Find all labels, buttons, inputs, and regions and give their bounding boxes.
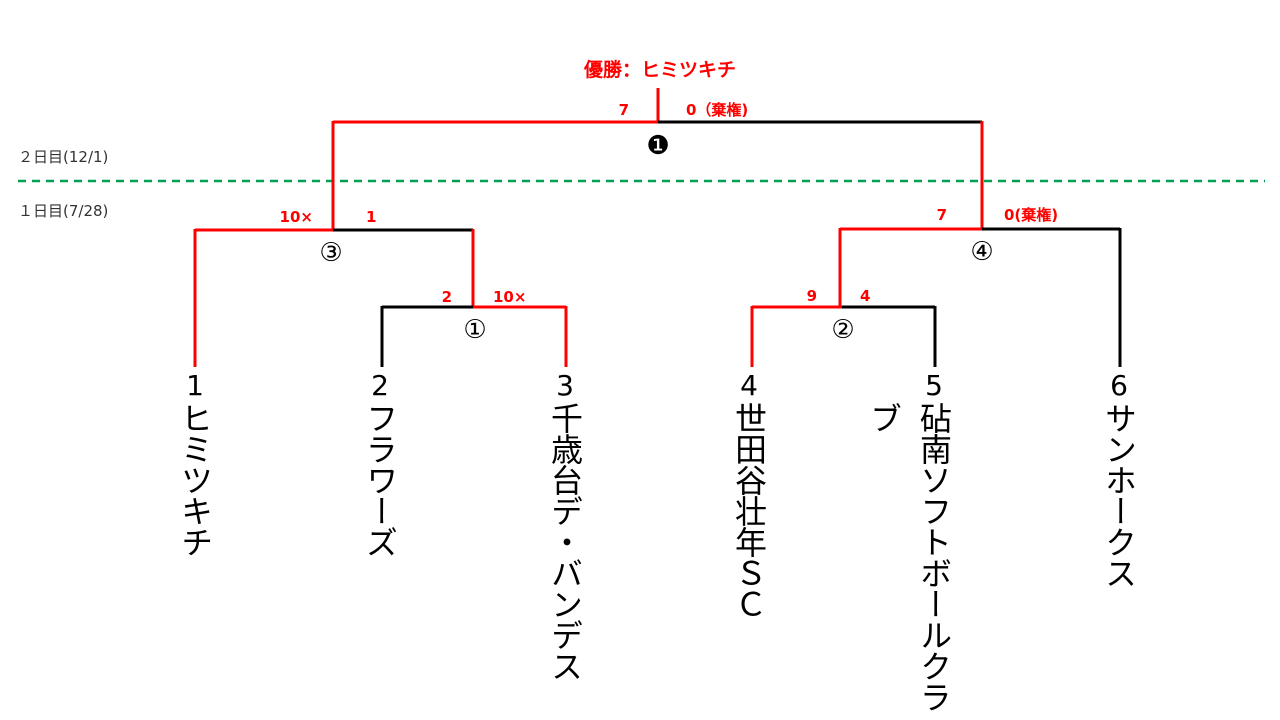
day1-label: １日目(7/28) bbox=[18, 202, 108, 220]
day2-label: ２日目(12/1) bbox=[18, 148, 108, 166]
team-name-4: 世田谷壮年ＳＣ bbox=[730, 402, 768, 619]
team-seed-4: 4 bbox=[740, 369, 758, 402]
match-number-3: ③ bbox=[319, 238, 342, 268]
match1-bracket bbox=[380, 305, 568, 367]
match-number-1: ① bbox=[463, 315, 486, 345]
team-name-5: 砧南ソフトボールクラブ bbox=[865, 402, 953, 712]
team-seed-3: 3 bbox=[556, 369, 574, 402]
match4-score-left: 7 bbox=[937, 206, 947, 224]
team-seed-1: 1 bbox=[186, 369, 204, 402]
team-name-3: 千歳台デ・バンデス bbox=[546, 402, 584, 681]
match4-score-right: 0(棄権) bbox=[1004, 206, 1058, 224]
team-name-6: サンホークス bbox=[1100, 402, 1138, 588]
match3-score-right: 1 bbox=[366, 208, 376, 226]
team-seed-6: 6 bbox=[1110, 369, 1128, 402]
match1-score-right: 10× bbox=[493, 288, 526, 306]
champion-label: 優勝：ヒミツキチ bbox=[583, 58, 736, 81]
match-number-4: ④ bbox=[970, 237, 993, 267]
team-name-1: ヒミツキチ bbox=[176, 402, 214, 557]
match-number-final: ❶ bbox=[646, 131, 669, 161]
final-bracket bbox=[331, 88, 984, 230]
team-seed-5: 5 bbox=[925, 369, 943, 402]
match4-bracket bbox=[838, 227, 1122, 367]
final-score-right: 0（棄権) bbox=[686, 101, 748, 119]
match1-score-left: 2 bbox=[442, 288, 452, 306]
match-number-2: ② bbox=[831, 315, 854, 345]
match2-score-right: 4 bbox=[860, 287, 870, 305]
match2-bracket bbox=[750, 305, 937, 367]
team-name-2: フラワーズ bbox=[361, 402, 399, 557]
final-score-left: 7 bbox=[619, 101, 629, 119]
match3-score-left: 10× bbox=[280, 208, 313, 226]
match3-bracket bbox=[193, 228, 475, 367]
match2-score-left: 9 bbox=[807, 287, 817, 305]
team-seed-2: 2 bbox=[371, 369, 389, 402]
